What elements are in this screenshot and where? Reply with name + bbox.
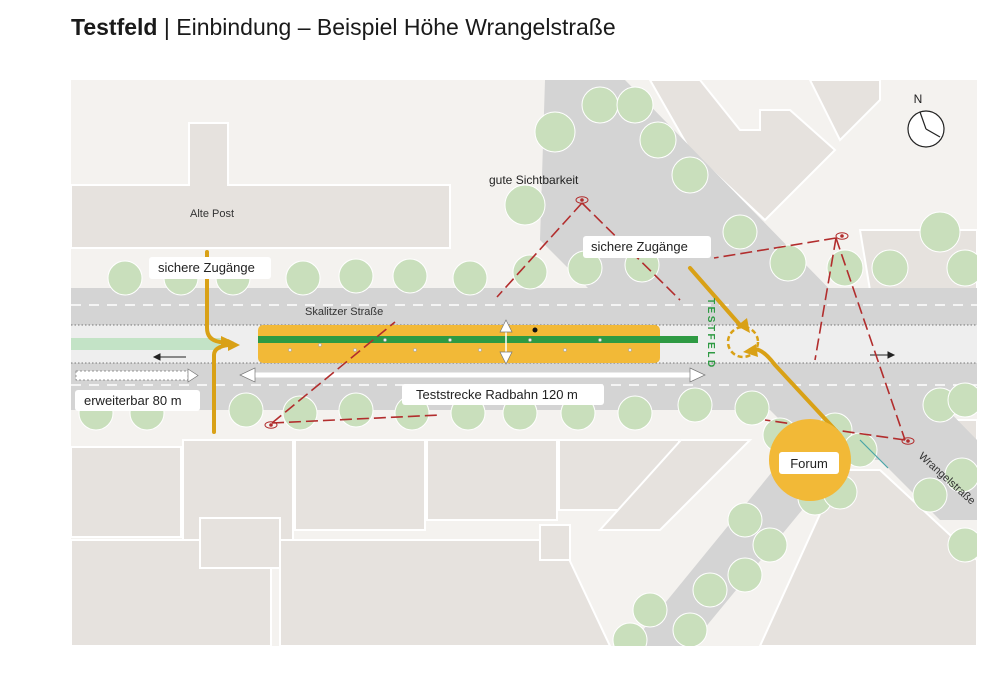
access-point-circle [726, 325, 760, 359]
compass: N [907, 92, 945, 148]
eye-icons [264, 196, 915, 445]
marker-dot [532, 327, 538, 333]
testfield-area[interactable] [258, 325, 660, 363]
forum-label: Forum [790, 456, 828, 471]
sichere-zugaenge-right-box [583, 236, 711, 258]
forum-label-box [779, 452, 839, 474]
alte-post-label: Alte Post [190, 208, 234, 220]
page-title: Testfeld | Einbindung – Beispiel Höhe Wr… [71, 14, 616, 41]
teststrecke-label: Teststrecke Radbahn 120 m [416, 387, 578, 402]
erweiterbar-arrow [75, 368, 199, 383]
title-rest: Einbindung – Beispiel Höhe Wrangelstraße [176, 14, 616, 40]
teal-line [859, 439, 889, 469]
direction-arrows [152, 351, 896, 361]
sichere-zugaenge-left-box [149, 257, 271, 279]
testfeld-vertical-label: TESTFELD [705, 298, 716, 370]
skalitzer-label: Skalitzer Straße [305, 306, 383, 318]
erweiterbar-box [75, 390, 200, 411]
bike-lane-radbahn[interactable] [258, 336, 698, 343]
access-arrowheads [221, 318, 758, 357]
sichere-zugaenge-left-label: sichere Zugänge [158, 260, 255, 275]
buildings-south [71, 419, 977, 646]
title-bold: Testfeld [71, 14, 158, 40]
title-separator: | [157, 14, 177, 40]
compass-label: N [914, 92, 923, 106]
gute-sichtbarkeit-label: gute Sichtbarkeit [489, 173, 579, 187]
sichere-zugaenge-right-label: sichere Zugänge [591, 239, 688, 254]
testfield-dots [288, 338, 632, 352]
erweiterbar-label: erweiterbar 80 m [84, 393, 182, 408]
teststrecke-arrow [239, 367, 706, 383]
teststrecke-box [402, 384, 604, 405]
width-arrow [499, 319, 513, 365]
bike-lane-extension [71, 338, 221, 350]
